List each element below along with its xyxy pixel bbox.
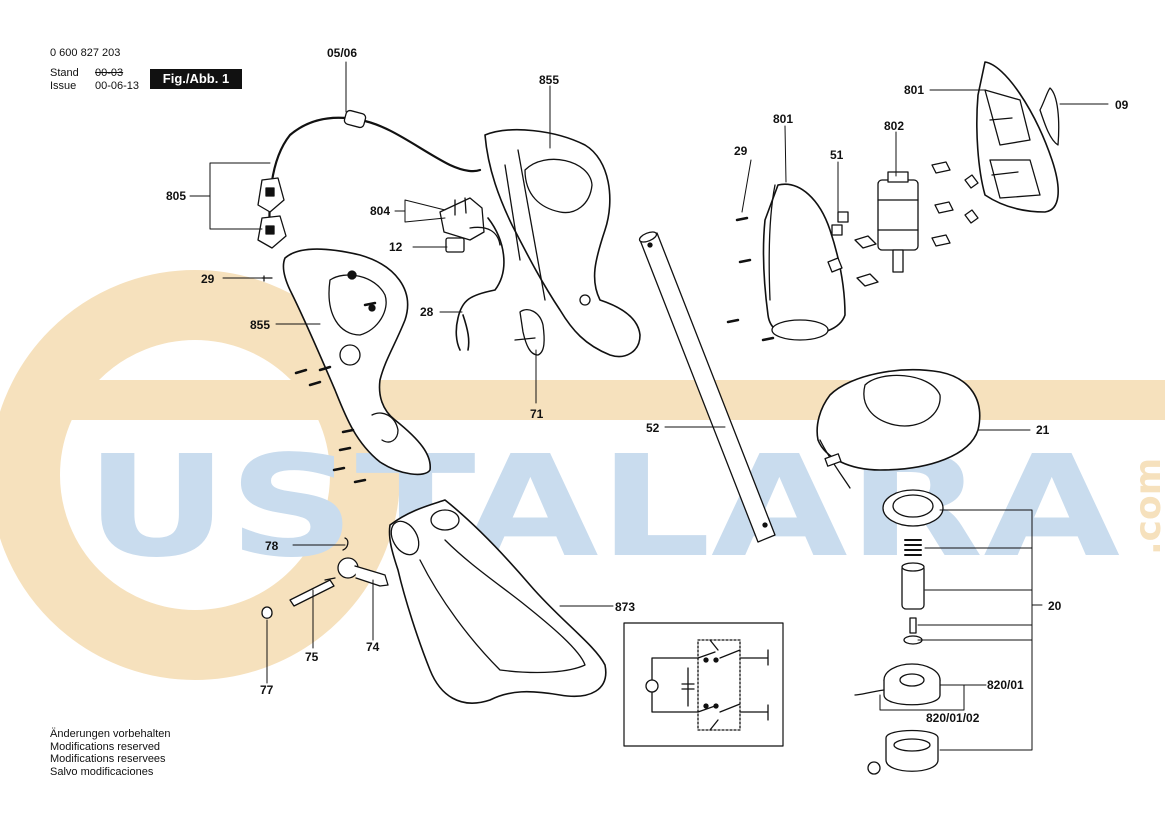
cable-plug <box>257 177 287 249</box>
callout-855-top: 855 <box>539 73 559 87</box>
note-de: Änderungen vorbehalten <box>50 728 171 740</box>
cable-clamp <box>343 109 367 129</box>
callout-51: 51 <box>830 148 844 162</box>
motor-housing-other-half <box>976 61 1059 213</box>
doc-number: 0 600 827 203 <box>50 47 121 59</box>
small-clip <box>445 237 465 253</box>
blade-guard <box>816 369 981 489</box>
callout-29-left: 29 <box>201 272 215 286</box>
callout-74: 74 <box>366 640 380 654</box>
callout-29-mid: 29 <box>734 144 748 158</box>
callout-28: 28 <box>420 305 434 319</box>
bolt <box>289 577 336 607</box>
locking-knob <box>337 557 389 587</box>
latch-pin <box>514 309 545 356</box>
issue-label: Issue <box>50 80 77 92</box>
watermark-orange-ring <box>0 270 400 680</box>
handle-left-half <box>282 248 431 476</box>
callout-802: 802 <box>884 119 904 133</box>
washer <box>261 606 273 619</box>
small-parts <box>827 161 979 287</box>
note-en: Modifications reserved <box>50 740 161 753</box>
leader-lines <box>189 61 1109 751</box>
spring-clip <box>342 537 349 551</box>
callout-801-right: 801 <box>904 83 924 97</box>
callout-873: 873 <box>615 600 635 614</box>
screw-group-mid <box>726 216 775 342</box>
callout-71: 71 <box>530 407 544 421</box>
callout-12: 12 <box>389 240 403 254</box>
watermark-brand: USTALARA <box>85 426 1120 589</box>
callout-805: 805 <box>166 189 186 203</box>
type-label <box>1039 87 1060 146</box>
callout-820-01: 820/01 <box>987 678 1024 692</box>
callout-labels: 05/06 855 805 804 12 29 855 28 71 801 80… <box>166 46 1129 725</box>
note-es: Salvo modificaciones <box>50 765 154 778</box>
motor-wire <box>455 217 505 351</box>
stand-label: Stand <box>50 67 79 79</box>
callout-855-left: 855 <box>250 318 270 332</box>
callout-804: 804 <box>370 204 390 218</box>
screw-group-left <box>261 275 377 484</box>
callout-77: 77 <box>260 683 274 697</box>
switch-part <box>439 197 501 246</box>
spool-assembly <box>854 489 944 775</box>
issue-date: 00-06-13 <box>95 80 140 92</box>
callout-75: 75 <box>305 650 319 664</box>
modification-notice: Änderungen vorbehalten Modifications res… <box>50 728 170 778</box>
callout-801-mid: 801 <box>773 112 793 126</box>
handle-right-half <box>484 129 641 358</box>
motor <box>877 171 919 273</box>
callout-52: 52 <box>646 421 660 435</box>
figure-label: Fig./Abb. 1 <box>150 69 242 89</box>
wiring-schematic <box>623 622 784 747</box>
motor-housing-half <box>762 183 846 341</box>
watermark-suffix: .com <box>1128 458 1168 555</box>
note-fr: Modifications reservees <box>50 753 166 765</box>
watermark: USTALARA .com <box>0 270 1168 680</box>
callout-21: 21 <box>1036 423 1050 437</box>
watermark-orange-band <box>40 380 1165 420</box>
callout-05-06: 05/06 <box>327 46 357 60</box>
callout-78: 78 <box>265 539 279 553</box>
callout-20: 20 <box>1048 599 1062 613</box>
shaft-tube <box>638 231 776 543</box>
callout-820-01-02: 820/01/02 <box>926 711 980 725</box>
old-date: 00-03 <box>95 67 124 79</box>
callout-09: 09 <box>1115 98 1129 112</box>
auxiliary-handle <box>388 499 607 704</box>
